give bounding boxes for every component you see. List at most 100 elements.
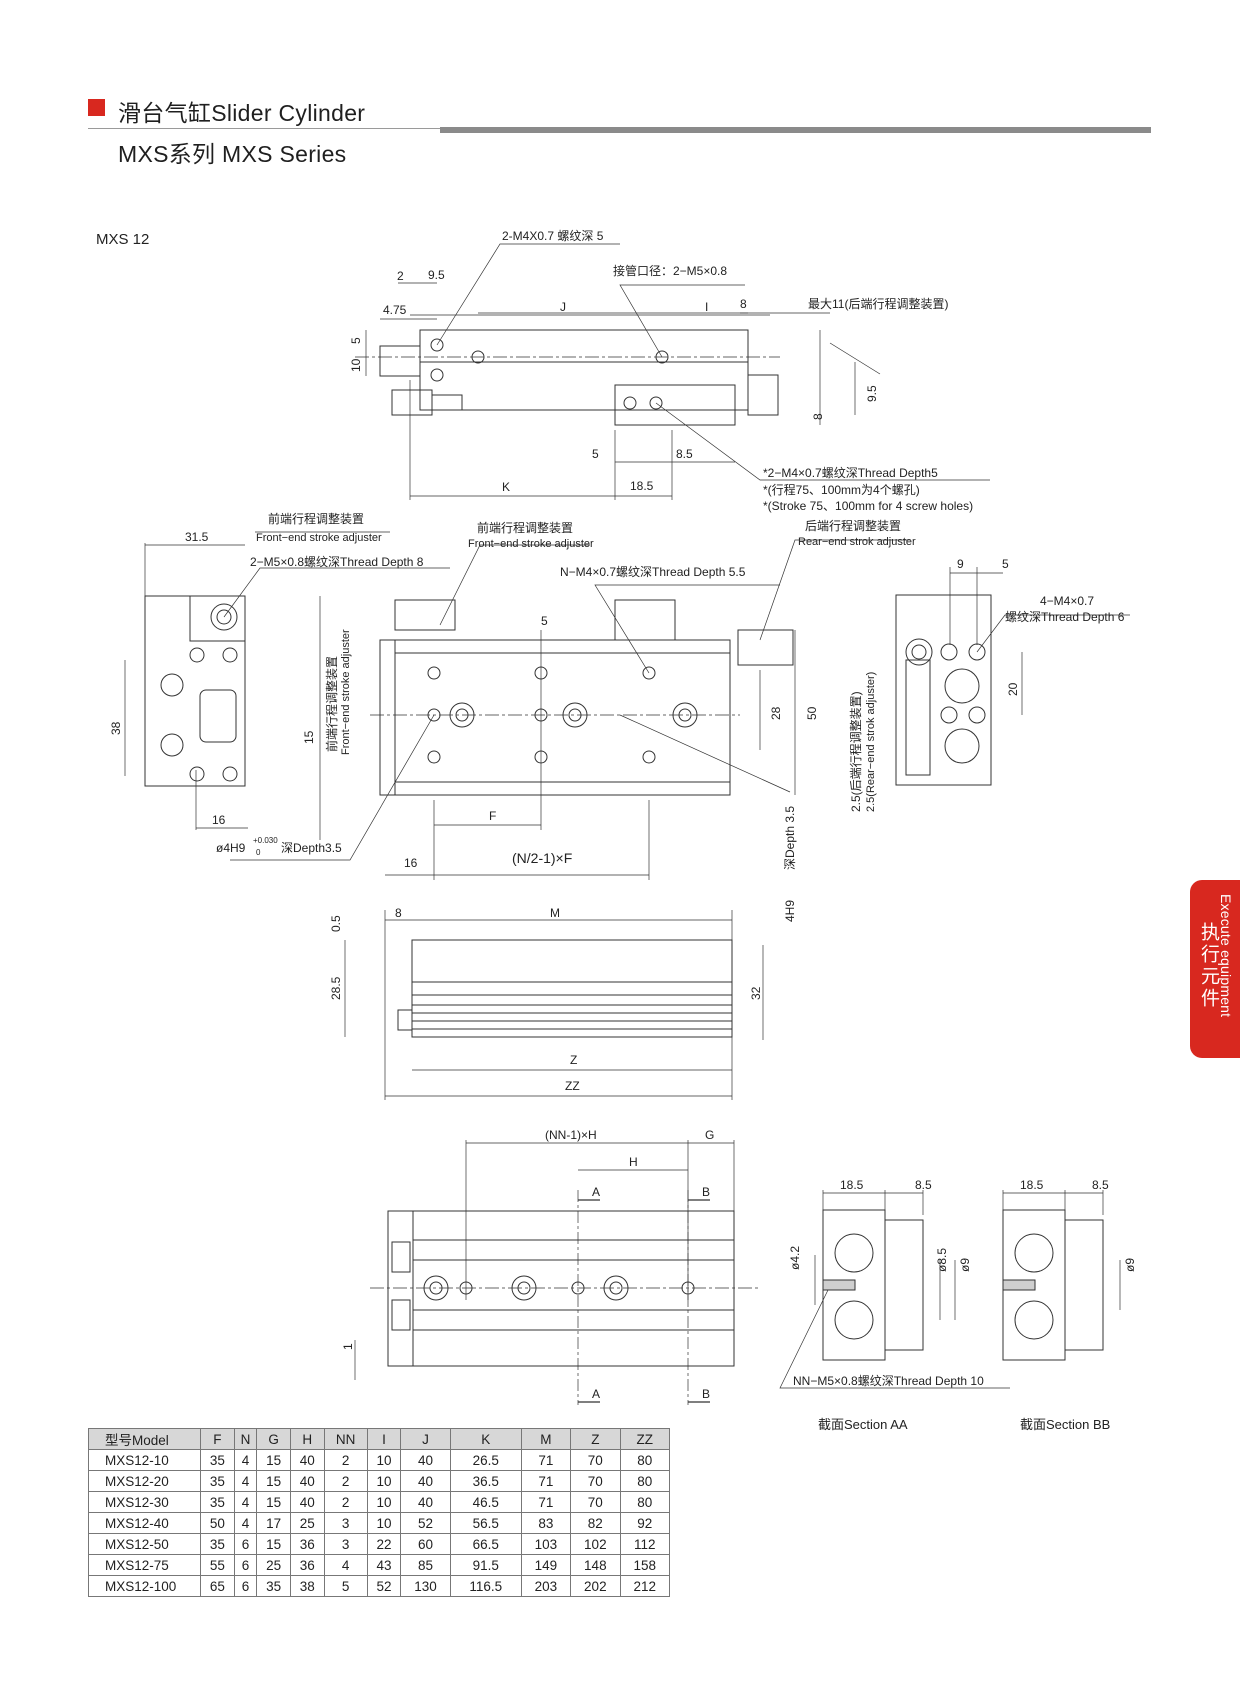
table-cell: 15 xyxy=(256,1449,291,1471)
table-cell: 36 xyxy=(289,1533,325,1555)
dim-nn-h: (NN-1)×H xyxy=(545,1128,597,1142)
dim-5b: 5 xyxy=(592,447,599,461)
table-cell: 4 xyxy=(233,1491,258,1513)
dim-28-5: 28.5 xyxy=(329,976,343,1000)
dim-A-bottom: A xyxy=(592,1387,600,1401)
series-title: MXS系列 MXS Series xyxy=(118,141,347,167)
note-m4-right: 4−M4×0.7 xyxy=(1040,594,1094,608)
table-cell: 35 xyxy=(200,1470,235,1492)
table-cell: 82 xyxy=(570,1512,621,1534)
note-thread-bottom: *2−M4×0.7螺纹深Thread Depth5 xyxy=(763,466,938,480)
table-cell: 92 xyxy=(619,1512,671,1534)
dim-5: 5 xyxy=(349,337,363,344)
table-cell: 15 xyxy=(256,1533,291,1555)
bottom-view: (NN-1)×H G H A B A B 1 xyxy=(341,1128,760,1405)
dim-A-top: A xyxy=(592,1185,600,1199)
table-cell: MXS12-50 xyxy=(88,1533,201,1555)
table-cell: 80 xyxy=(619,1470,671,1492)
dim-F: F xyxy=(489,809,496,823)
side-tab: Execute equipment 执行元件 xyxy=(1190,880,1240,1058)
table-cell: 17 xyxy=(256,1512,291,1534)
note-h9-left-tol-lower: 0 xyxy=(256,848,261,857)
header-accent-square xyxy=(88,99,105,116)
table-cell: 71 xyxy=(520,1470,572,1492)
side-tab-zh: 执行元件 xyxy=(1198,922,1220,1010)
dim-aa-4-2: ø4.2 xyxy=(788,1246,802,1270)
dim-B-top: B xyxy=(702,1185,710,1199)
section-aa-label: 截面Section AA xyxy=(818,1417,908,1432)
table-cell: 202 xyxy=(570,1575,621,1597)
note-rear-adj-cn: 后端行程调整装置 xyxy=(805,518,901,533)
dim-bb-8-5: 8.5 xyxy=(1092,1178,1109,1192)
dim-31-5: 31.5 xyxy=(185,530,209,544)
table-cell: 203 xyxy=(520,1575,572,1597)
table-cell: 10 xyxy=(366,1491,402,1513)
dim-aa-8-5: 8.5 xyxy=(915,1178,932,1192)
section-bb-label: 截面Section BB xyxy=(1020,1417,1111,1432)
note-h9-left: ø4H9 xyxy=(216,841,246,855)
table-cell: 6 xyxy=(233,1554,258,1576)
table-cell: 50 xyxy=(200,1512,235,1534)
note-vertical-front-cn: 前端行程调整装置 xyxy=(324,656,339,752)
col-F: F xyxy=(200,1428,235,1450)
note-front-adj-left-cn: 前端行程调整装置 xyxy=(268,511,364,526)
table-cell: 15 xyxy=(256,1491,291,1513)
dim-M: M xyxy=(550,906,560,920)
table-cell: 26.5 xyxy=(449,1449,522,1471)
table-cell: 71 xyxy=(520,1491,572,1513)
table-cell: 65 xyxy=(200,1575,235,1597)
dim-28: 28 xyxy=(769,706,783,720)
note-vertical-rear-en: 2.5(Rear−end strok adjuster) xyxy=(865,672,877,812)
spec-table: 型号Model F N G H NN I J K M Z ZZ MXS12-10… xyxy=(88,1428,671,1597)
top-view: 2-M4X0.7 螺纹深 5 接管口径：2−M5×0.8 最大11(后端行程调整… xyxy=(349,229,990,513)
table-cell: MXS12-10 xyxy=(88,1449,201,1471)
dim-aa-8-5v: ø8.5 xyxy=(935,1248,949,1272)
col-M: M xyxy=(520,1428,572,1450)
table-cell: 85 xyxy=(400,1554,451,1576)
table-cell: 35 xyxy=(200,1449,235,1471)
table-cell: 52 xyxy=(366,1575,402,1597)
note-max-rear: 最大11(后端行程调整装置) xyxy=(808,296,948,311)
table-cell: MXS12-30 xyxy=(88,1491,201,1513)
note-m5-thread: 2−M5×0.8螺纹深Thread Depth 8 xyxy=(250,555,424,569)
section-aa-view: 18.5 8.5 ø4.2 ø8.5 ø9 NN−M5×0.8螺纹深Thread… xyxy=(779,1178,1010,1389)
table-cell: 2 xyxy=(323,1470,368,1492)
dim-50: 50 xyxy=(805,706,819,720)
dim-38: 38 xyxy=(109,721,123,735)
dim-4-75: 4.75 xyxy=(383,303,407,317)
side-tab-en: Execute equipment xyxy=(1218,894,1234,1018)
table-cell: 10 xyxy=(366,1449,402,1471)
dim-18-5: 18.5 xyxy=(630,479,654,493)
note-vertical-rear-cn: 2.5(后端行程调整装置) xyxy=(848,691,863,812)
table-cell: 5 xyxy=(323,1575,368,1597)
table-cell: 116.5 xyxy=(449,1575,522,1597)
front-view: 0.5 8 M 28.5 32 Z ZZ xyxy=(329,906,764,1100)
table-cell: 46.5 xyxy=(449,1491,522,1513)
table-cell: 66.5 xyxy=(449,1533,522,1555)
table-cell: 43 xyxy=(366,1554,402,1576)
table-cell: 112 xyxy=(619,1533,671,1555)
col-G: G xyxy=(256,1428,291,1450)
table-cell: 35 xyxy=(200,1533,235,1555)
dim-aa-18-5: 18.5 xyxy=(840,1178,864,1192)
header-rule-thick xyxy=(440,127,1151,133)
note-front-adj-mid-en: Front−end stroke adjuster xyxy=(468,538,594,550)
note-nf-formula: (N/2-1)×F xyxy=(512,850,572,866)
dim-ZZ: ZZ xyxy=(565,1079,580,1093)
table-cell: 4 xyxy=(233,1449,258,1471)
col-NN: NN xyxy=(323,1428,368,1450)
note-front-adj-mid-cn: 前端行程调整装置 xyxy=(477,520,573,535)
table-cell: 40 xyxy=(289,1491,325,1513)
dim-15: 15 xyxy=(302,730,316,744)
dim-aa-9: ø9 xyxy=(958,1258,972,1272)
note-h9-left-tol-upper: +0.030 xyxy=(253,836,278,845)
table-cell: 40 xyxy=(289,1470,325,1492)
table-cell: 80 xyxy=(619,1491,671,1513)
dim-G: G xyxy=(705,1128,714,1142)
table-cell: 70 xyxy=(570,1449,621,1471)
table-cell: 35 xyxy=(200,1491,235,1513)
